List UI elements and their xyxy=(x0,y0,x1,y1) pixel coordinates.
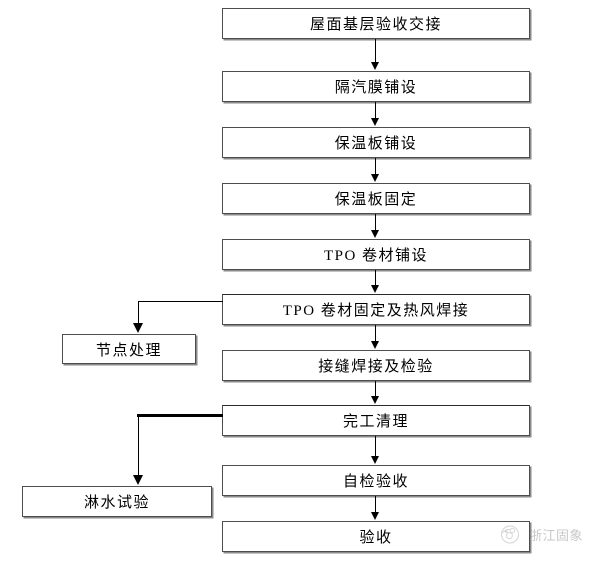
flow-node-insulation-board-laying[interactable]: 保温板铺设 xyxy=(222,127,530,158)
flow-node-self-inspection-acceptance[interactable]: 自检验收 xyxy=(222,465,530,496)
connector-n1-n2 xyxy=(375,39,376,63)
connector-n6-b1-horizontal xyxy=(138,301,223,302)
connector-n3-n4 xyxy=(375,158,376,175)
arrowhead-n7-n8 xyxy=(370,396,379,404)
connector-n6-b1-vertical xyxy=(138,301,139,324)
connector-n8-b2-horizontal xyxy=(137,414,223,417)
arrowhead-n2-n3 xyxy=(370,118,379,126)
arrowhead-n6-n7 xyxy=(370,341,379,349)
arrowhead-n5-n6 xyxy=(370,285,379,293)
arrowhead-n4-n5 xyxy=(370,230,379,238)
circular-emblem-icon xyxy=(497,521,523,547)
arrowhead-n8-n9 xyxy=(370,456,379,464)
connector-n4-n5 xyxy=(375,214,376,231)
flow-node-detail-node-treatment[interactable]: 节点处理 xyxy=(62,334,196,364)
flow-node-final-acceptance[interactable]: 验收 xyxy=(222,521,530,552)
arrowhead-n6-b1 xyxy=(132,323,143,333)
arrowhead-n8-b2 xyxy=(132,475,143,485)
watermark-label: 浙江固象 xyxy=(529,527,584,543)
flow-node-tpo-membrane-fixing-hot-air-welding[interactable]: TPO 卷材固定及热风焊接 xyxy=(222,294,530,325)
flow-node-completion-cleanup[interactable]: 完工清理 xyxy=(222,405,530,436)
arrowhead-n3-n4 xyxy=(370,174,379,182)
connector-n8-n9 xyxy=(375,436,376,457)
arrowhead-n1-n2 xyxy=(370,62,379,70)
connector-n6-n7 xyxy=(375,325,376,342)
flow-node-tpo-membrane-laying[interactable]: TPO 卷材铺设 xyxy=(222,239,530,270)
flow-node-water-spray-test[interactable]: 淋水试验 xyxy=(22,486,212,517)
watermark: 浙江固象 xyxy=(497,521,583,547)
flow-node-roof-base-acceptance[interactable]: 屋面基层验收交接 xyxy=(222,8,530,39)
connector-n2-n3 xyxy=(375,102,376,119)
arrowhead-n9-n10 xyxy=(370,512,379,520)
flow-node-vapour-barrier-laying[interactable]: 隔汽膜铺设 xyxy=(222,71,530,102)
connector-n5-n6 xyxy=(375,270,376,286)
flow-node-insulation-board-fixing[interactable]: 保温板固定 xyxy=(222,183,530,214)
connector-n9-n10 xyxy=(375,496,376,513)
connector-n7-n8 xyxy=(375,381,376,397)
flow-node-seam-welding-inspection[interactable]: 接缝焊接及检验 xyxy=(222,350,530,381)
connector-n8-b2-vertical xyxy=(138,414,139,476)
